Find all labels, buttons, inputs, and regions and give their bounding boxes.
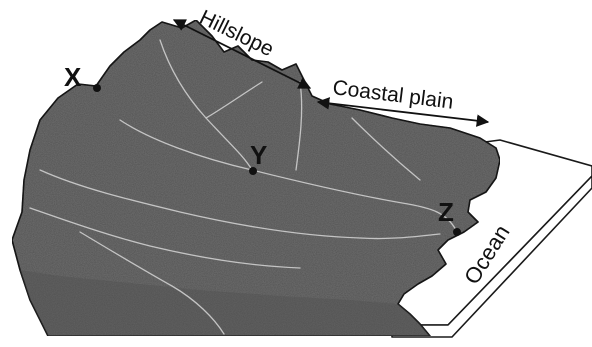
point-x-label: X: [64, 62, 82, 92]
point-x-marker: [93, 84, 101, 92]
point-y-label: Y: [250, 140, 267, 170]
point-z-marker: [453, 228, 461, 236]
point-z-label: Z: [438, 197, 454, 227]
